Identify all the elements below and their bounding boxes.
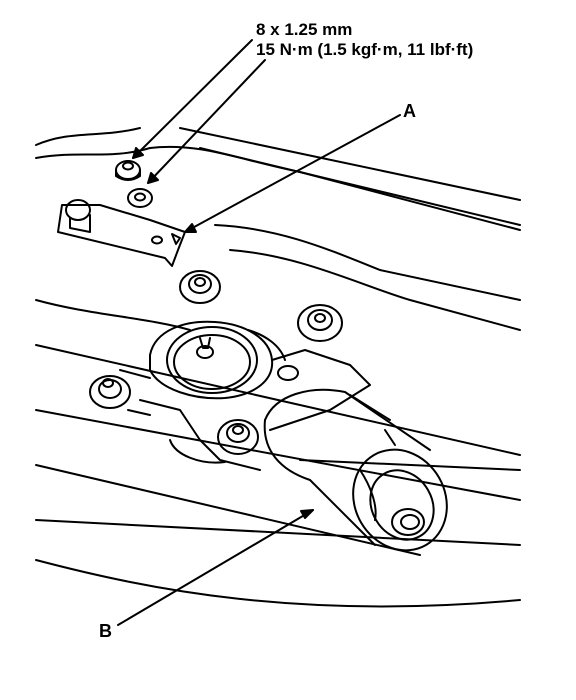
linkage-bracket — [57, 199, 186, 267]
leader-spec — [132, 39, 266, 184]
washer — [127, 188, 153, 208]
fastener-size-label: 8 x 1.25 mm — [256, 20, 353, 39]
leader-a — [184, 114, 401, 233]
torque-spec-label: 15 N·m (1.5 kgf·m, 11 lbf·ft) — [256, 40, 474, 59]
motor-body — [263, 388, 448, 552]
callout-label-b: B — [99, 621, 112, 641]
mount-boss-top — [179, 270, 221, 304]
nut — [115, 160, 141, 181]
body-panel-lines — [35, 127, 521, 608]
leader-b — [117, 509, 314, 626]
mount-boss-bottom — [217, 419, 259, 455]
gear-case — [119, 320, 371, 471]
mount-boss-right — [297, 304, 343, 342]
callout-label-a: A — [403, 101, 416, 121]
mount-boss-left — [89, 375, 131, 409]
